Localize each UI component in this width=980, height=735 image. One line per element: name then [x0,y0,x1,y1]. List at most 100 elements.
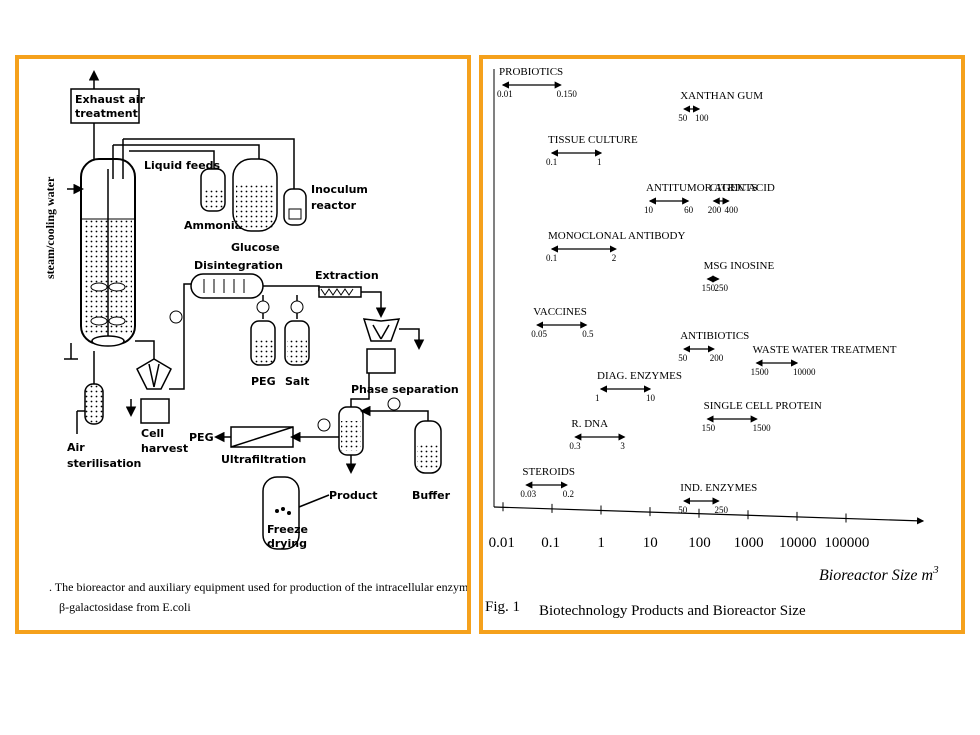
product-range-6: MONOCLONAL ANTIBODY 0.1 2 [546,230,685,263]
peg-out-label: PEG [189,431,214,444]
x-axis-label: Bioreactor Size m3 [819,564,939,584]
peg-vessel-label: PEG [251,375,276,388]
range-min-label: 10 [644,205,654,215]
peg-salt-vessels: PEG Salt [250,285,320,388]
freeze-drying-unit: Freeze drying [262,476,330,550]
glucose-label: Glucose [231,241,280,254]
product-range-11: DIAG. ENZYMES 1 10 [595,370,682,403]
product-column: Product [317,373,401,502]
diagram-caption-line-2: β-galactosidase from E.coli [59,600,191,614]
feed-lines [113,138,295,189]
glucose-vessel: Glucose [231,158,280,254]
process-diagram: steam/cooling water Exhaust air treatmen… [43,70,467,614]
x-axis-tick-label: 100 [688,535,711,551]
range-max-label: 10000 [793,367,816,377]
x-axis-tick-label: 10000 [779,535,817,551]
inoculum-label-2: reactor [311,199,357,212]
product-name: XANTHAN GUM [680,90,763,102]
x-axis-line [493,506,925,525]
product-range-14: STEROIDS 0.03 0.2 [520,466,575,499]
ultrafiltration-label: Ultrafiltration [221,453,306,466]
range-max-label: 2 [612,253,617,263]
product-name: MONOCLONAL ANTIBODY [548,230,685,242]
range-min-label: 1500 [751,367,770,377]
phase-separation-label: Phase separation [351,383,459,396]
product-name: STEROIDS [522,466,575,478]
range-min-label: 0.1 [546,253,557,263]
disintegration-unit: Disintegration [169,259,283,324]
exhaust-label-1: Exhaust air [75,93,146,106]
range-min-label: 50 [678,113,688,123]
range-min-label: 0.05 [531,329,547,339]
figure-number: Fig. 1 [485,599,520,615]
x-axis-tick-label: 100000 [824,535,869,551]
air-sterilisation-label-2: sterilisation [67,457,141,470]
range-min-label: 150 [702,423,716,433]
range-min-label: 0.03 [520,489,536,499]
ammonia-vessel: Ammonia [184,168,242,232]
range-min-label: 0.1 [546,157,557,167]
air-sterilisation-label-1: Air [67,441,85,454]
product-name: DIAG. ENZYMES [597,370,682,382]
liquid-feeds-label: Liquid feeds [144,159,221,172]
product-name: VACCINES [533,306,587,318]
range-max-label: 60 [684,205,694,215]
exhaust-air-treatment: Exhaust air treatment [70,70,146,159]
salt-vessel-label: Salt [285,375,309,388]
x-axis-tick-label: 0.1 [541,535,560,551]
freeze-drying-label-2: drying [267,537,307,550]
product-range-10: WASTE WATER TREATMENT 1500 10000 [751,344,897,377]
range-max-label: 1500 [753,423,772,433]
range-min-label: 0.3 [569,441,581,451]
range-max-label: 10 [646,393,656,403]
product-name: ANTITUMOR AGENTS [646,182,758,194]
phase-separation-unit [362,318,425,374]
process-diagram-panel: steam/cooling water Exhaust air treatmen… [15,55,471,634]
diagram-caption-line-1: . The bioreactor and auxiliary equipment… [49,580,467,594]
cell-harvest-label-1: Cell [141,427,164,440]
range-min-label: 200 [708,205,722,215]
x-axis-label-superscript: 3 [932,564,939,576]
freeze-drying-label-1: Freeze [267,523,308,536]
product-name: SINGLE CELL PROTEIN [704,400,822,412]
range-max-label: 3 [620,441,625,451]
range-max-label: 0.2 [563,489,574,499]
extraction-unit: Extraction [315,269,387,318]
inoculum-label-1: Inoculum [311,183,368,196]
figure-caption: Biotechnology Products and Bioreactor Si… [539,603,806,619]
buffer-label: Buffer [412,489,451,502]
extraction-label: Extraction [315,269,379,282]
range-max-label: 1 [597,157,602,167]
cell-harvest-label-2: harvest [141,442,188,455]
ammonia-label: Ammonia [184,219,242,232]
product-name: IND. ENZYMES [680,482,757,494]
exhaust-label-2: treatment [75,107,138,120]
range-max-label: 100 [695,113,709,123]
product-range-12: SINGLE CELL PROTEIN 150 1500 [702,400,822,433]
range-min-label: 1 [595,393,600,403]
range-min-label: 50 [678,505,688,515]
x-axis-tick-label: 0.01 [489,535,515,551]
product-name: WASTE WATER TREATMENT [753,344,897,356]
buffer-vessel: Buffer [360,405,451,502]
x-axis-tick-label: 1000 [734,535,764,551]
product-name: PROBIOTICS [499,66,563,78]
range-min-label: 0.01 [497,89,513,99]
range-max-label: 400 [725,205,739,215]
product-label: Product [329,489,378,502]
inoculum-reactor: Inoculum reactor [283,183,368,226]
product-range-4: ANTITUMOR AGENTS 10 60 [644,182,758,215]
product-range-2: XANTHAN GUM 50 100 [678,90,763,123]
product-name: ANTIBIOTICS [680,330,749,342]
product-name: MSG INOSINE [704,260,775,272]
cell-harvest [125,283,191,424]
